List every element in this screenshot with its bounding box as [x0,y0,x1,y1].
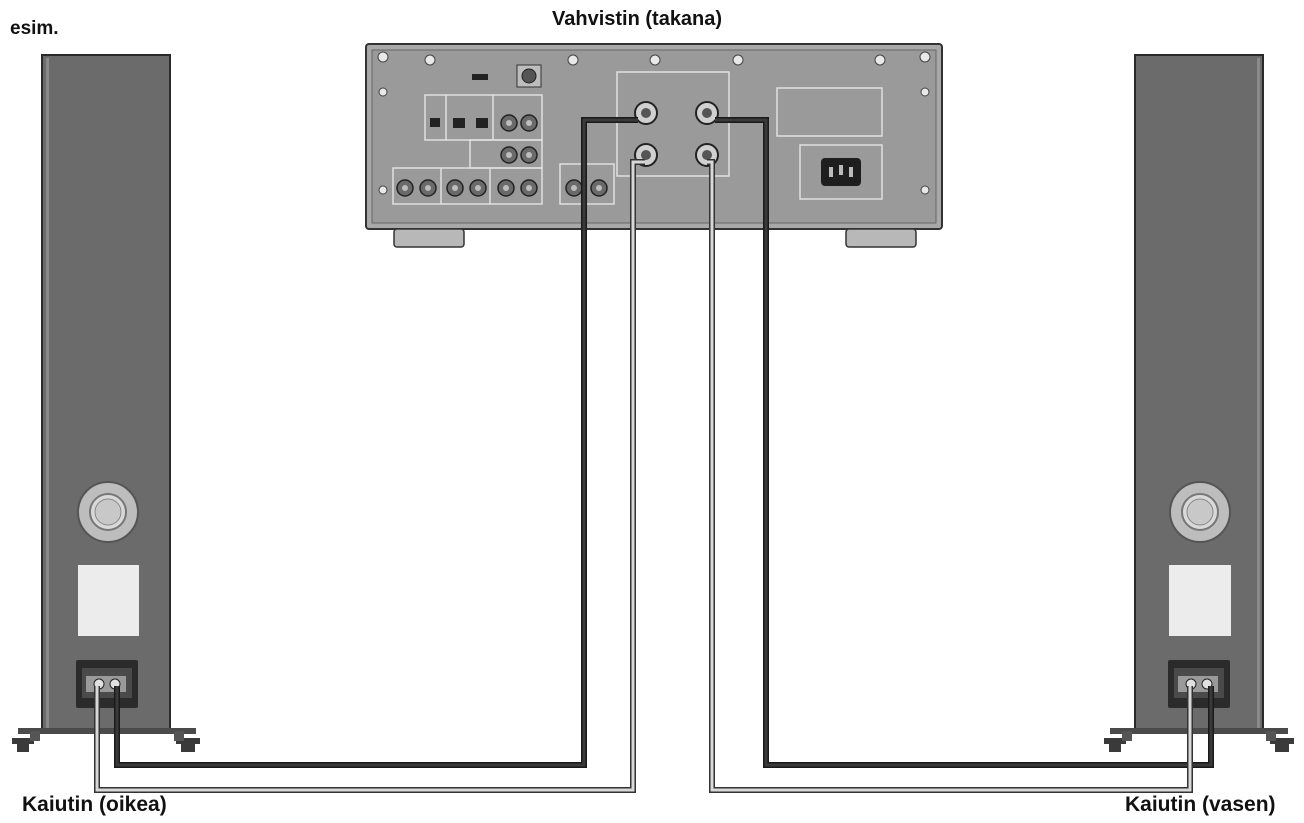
speaker-cables [94,117,1214,793]
label-plate [1169,565,1231,636]
example-label: esim. [10,18,59,39]
speaker-left-label: Kaiutin (vasen) [1125,793,1276,816]
speaker-output-terminals [634,101,719,167]
amplifier-rear-panel [365,43,943,248]
speaker-left [1104,54,1294,752]
speaker-right [12,54,200,752]
amplifier-label: Vahvistin (takana) [552,8,723,30]
speaker-right-label: Kaiutin (oikea) [22,793,167,816]
usb-port-icon [472,74,488,80]
label-plate [78,565,139,636]
